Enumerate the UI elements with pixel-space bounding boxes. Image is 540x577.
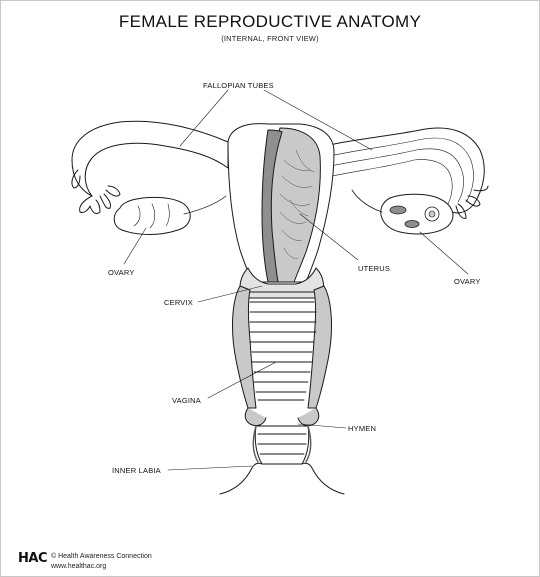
vaginal-vestibule	[255, 426, 309, 464]
label-vagina: VAGINA	[172, 396, 201, 405]
vaginal-wall-right	[308, 286, 331, 408]
website-url: www.healthac.org	[51, 563, 106, 570]
label-ovary-left: OVARY	[108, 268, 135, 277]
label-cervix: CERVIX	[164, 298, 193, 307]
right-ovary	[381, 194, 453, 234]
vaginal-rugae	[250, 292, 316, 400]
label-fallopian-tubes: FALLOPIAN TUBES	[203, 81, 274, 90]
leader-ovary-right	[420, 232, 468, 274]
hymen	[245, 408, 319, 426]
label-inner-labia: INNER LABIA	[112, 466, 161, 475]
copyright-text: © Health Awareness Connection	[51, 553, 152, 560]
vaginal-wall-left	[233, 286, 256, 408]
label-hymen: HYMEN	[348, 424, 376, 433]
hac-logo: HAC	[18, 551, 47, 566]
leader-inner-labia	[168, 466, 252, 470]
labia	[220, 463, 344, 494]
label-ovary-right: OVARY	[454, 277, 481, 286]
left-ovary	[114, 197, 190, 234]
left-fallopian-tube	[72, 121, 228, 196]
label-uterus: UTERUS	[358, 264, 390, 273]
